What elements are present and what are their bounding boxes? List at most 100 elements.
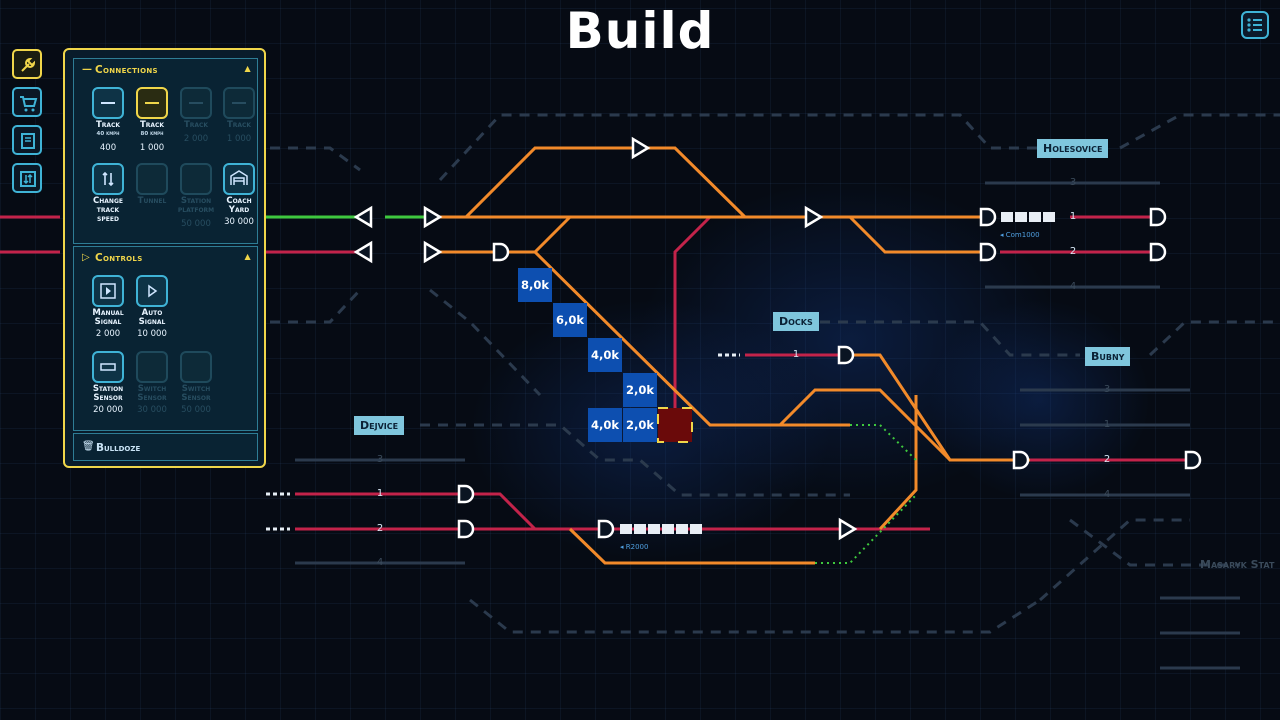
- item-name: Station platform: [177, 196, 215, 215]
- item-manual-signal[interactable]: Manual Signal 2 000: [86, 275, 130, 339]
- platform-number: 4: [1103, 489, 1111, 500]
- glow-area: [930, 300, 1150, 500]
- item-cost: 10 000: [137, 329, 167, 339]
- item-name: Coach Yard: [226, 196, 252, 215]
- switch-sensor-icon: [180, 351, 212, 383]
- switch-marker: [657, 407, 693, 443]
- item-sub: 80 kmph: [140, 131, 164, 137]
- track-orange: [878, 395, 918, 531]
- wrench-icon: [21, 57, 36, 72]
- platform-icon: [180, 163, 212, 195]
- sensor-icon: [92, 351, 124, 383]
- platform-number: 1: [1069, 211, 1077, 222]
- tool-book-button[interactable]: [12, 125, 42, 155]
- item-station-sensor[interactable]: Station Sensor 20 000: [86, 351, 130, 415]
- signal-triangle: [838, 517, 858, 541]
- outline-path: [429, 288, 542, 397]
- train-car: [662, 524, 674, 534]
- item-switch-sensor[interactable]: Switch Sensor 30 000: [130, 351, 174, 415]
- item-change-speed[interactable]: Change track speed: [86, 163, 130, 224]
- tool-shop-button[interactable]: [12, 87, 42, 117]
- platform-number: 4: [1069, 281, 1077, 292]
- signal-triangle: [423, 240, 443, 264]
- train-label: ◂ Com1000: [1000, 231, 1040, 239]
- list-icon: [1247, 18, 1262, 32]
- item-cost: 20 000: [93, 405, 123, 415]
- item-cost: 1 000: [226, 134, 252, 144]
- item-name: Switch Sensor: [137, 384, 167, 403]
- platform-number: 3: [376, 454, 384, 465]
- platform-number: 1: [1103, 419, 1111, 430]
- train-car: [1015, 212, 1027, 222]
- trash-icon: 🗑: [82, 441, 95, 452]
- track-red: [673, 215, 712, 425]
- bulldoze-label: Bulldoze: [96, 442, 141, 454]
- station-label-dejvice[interactable]: Dejvice: [354, 416, 405, 435]
- train-label: ◂ R2000: [620, 543, 649, 551]
- cost-cell: 4,0k: [588, 408, 622, 442]
- bulldoze-button[interactable]: 🗑 Bulldoze: [73, 433, 258, 461]
- track-orange: [533, 250, 850, 427]
- outline-path: [1148, 320, 1280, 357]
- item-name: Tunnel: [137, 196, 167, 206]
- signal-d: [1149, 242, 1167, 262]
- item-name: Change track speed: [93, 196, 123, 224]
- track-icon: [136, 87, 168, 119]
- item-switch-sensor[interactable]: Switch Sensor 50 000: [174, 351, 218, 415]
- signal-triangle: [804, 205, 824, 229]
- chevron-up-icon: ▲: [244, 64, 251, 73]
- platform-number: 4: [376, 557, 384, 568]
- signal-d: [457, 484, 475, 504]
- station-label-docks[interactable]: Docks: [773, 312, 819, 331]
- signal-d: [1184, 450, 1202, 470]
- train-car: [634, 524, 646, 534]
- item-coach-yard[interactable]: Coach Yard 30 000: [217, 163, 261, 227]
- cost-cell: 2,0k: [623, 408, 657, 442]
- outline-path: [420, 423, 850, 497]
- item-cost: 2 000: [183, 134, 209, 144]
- item-tunnel[interactable]: Tunnel: [130, 163, 174, 206]
- train-id: R2000: [625, 543, 649, 551]
- track-icon: [92, 87, 124, 119]
- station-label-holesovice[interactable]: Holesovice: [1037, 139, 1109, 158]
- tool-build-button[interactable]: [12, 49, 42, 79]
- track-icon: [180, 87, 212, 119]
- station-label-bubny[interactable]: Bubny: [1085, 347, 1131, 366]
- item-track-locked[interactable]: Track 1 000: [217, 87, 261, 144]
- cart-icon: [20, 96, 38, 112]
- book-icon: [21, 133, 35, 149]
- track-orange: [848, 215, 990, 254]
- glow-area: [640, 180, 1060, 500]
- item-label: Track: [226, 120, 252, 130]
- outline-path: [1119, 113, 1280, 150]
- signal-d: [1149, 207, 1167, 227]
- platform-number: 2: [1103, 454, 1111, 465]
- item-platform[interactable]: Station platform 50 000: [174, 163, 218, 229]
- train-car: [690, 524, 702, 534]
- controls-header[interactable]: ▷ Controls ▲: [74, 247, 257, 269]
- chevron-up-icon: ▲: [244, 252, 251, 261]
- train-car: [1029, 212, 1041, 222]
- platform-number: 1: [376, 488, 384, 499]
- signal-triangle: [631, 136, 651, 160]
- switch-sensor-icon: [136, 351, 168, 383]
- station-label-masaryk[interactable]: Masaryk Stat: [1200, 558, 1275, 571]
- collapse-icon: —: [82, 64, 93, 75]
- item-cost: 30 000: [224, 217, 254, 227]
- train-car: [620, 524, 632, 534]
- item-auto-signal[interactable]: Auto Signal 10 000: [130, 275, 174, 339]
- arrows-updown-icon: [92, 163, 124, 195]
- signal-d: [492, 242, 510, 262]
- menu-button[interactable]: [1241, 11, 1269, 39]
- tool-swap-button[interactable]: [12, 163, 42, 193]
- connections-header[interactable]: — Connections ▲: [74, 59, 257, 81]
- item-track-locked[interactable]: Track 2 000: [174, 87, 218, 144]
- item-cost: 1 000: [139, 143, 165, 153]
- signal-triangle: [353, 205, 373, 229]
- outline-path: [1039, 518, 1190, 602]
- signal-d: [457, 519, 475, 539]
